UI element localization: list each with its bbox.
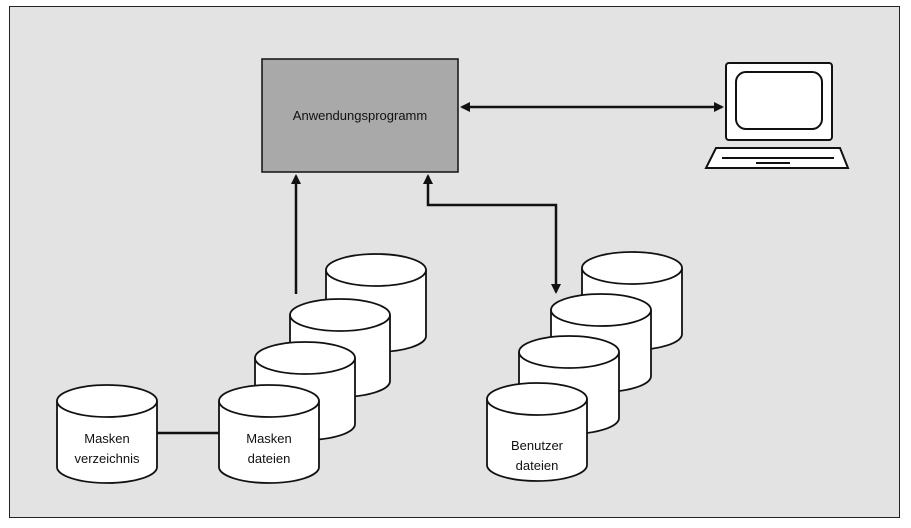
computer-terminal-icon: [704, 62, 850, 169]
program-box-label: Anwendungsprogramm: [293, 108, 427, 123]
masken-verzeichnis-label-line2: verzeichnis: [74, 451, 140, 466]
masken-dateien-label-line1: Masken: [246, 431, 292, 446]
benutzer-dateien-stack: [486, 251, 683, 482]
program-benutzer-connector: [423, 174, 561, 294]
program-box: Anwendungsprogramm: [261, 58, 459, 173]
cylinder: [218, 384, 320, 484]
benutzer-dateien-label-line1: Benutzer: [511, 438, 564, 453]
masken-dateien-stack: [218, 253, 427, 484]
benutzer-dateien-label-line2: dateien: [516, 458, 559, 473]
masken-verzeichnis-label-line1: Masken: [84, 431, 130, 446]
masken-verzeichnis-cylinder: [56, 384, 158, 484]
cylinder: [486, 382, 588, 482]
masken-dateien-label-line2: dateien: [248, 451, 291, 466]
